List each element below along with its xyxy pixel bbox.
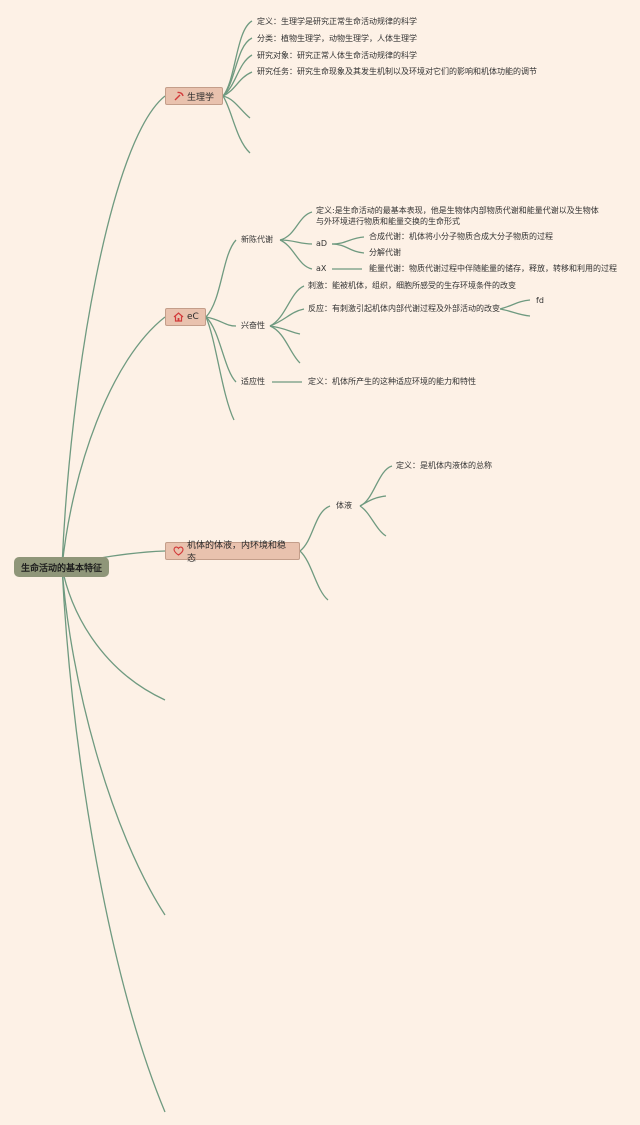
pickaxe-icon (174, 91, 184, 101)
energy-metabolism-item[interactable]: 能量代谢：物质代谢过程中伴随能量的储存，释放，转移和利用的过程 (369, 264, 617, 273)
connector-root-stub-1 (61, 566, 166, 701)
physiology-definition[interactable]: 定义：生理学是研究正常生命活动规律的科学 (257, 17, 417, 26)
metabolism-node[interactable]: 新陈代谢 (241, 235, 273, 244)
connector-phys-stub-2 (222, 95, 251, 154)
metabolism-definition[interactable]: 定义:是生命活动的最基本表现，他是生物体内部物质代谢和能量代谢以及生物体与外环境… (316, 206, 599, 226)
connector-fluid-stub-1 (359, 495, 387, 507)
connector-fluid-definition (359, 465, 393, 507)
reaction-item[interactable]: 反应：有刺激引起机体内部代谢过程及外部活动的改变 (308, 304, 500, 313)
adaptability-node[interactable]: 适应性 (241, 377, 265, 386)
stimulus-item[interactable]: 刺激：能被机体，组织，细胞所感受的生存环境条件的改变 (308, 281, 516, 290)
connector-life-adaptability (205, 316, 237, 383)
metabolism-aD-node[interactable]: aD (316, 239, 328, 248)
branch-life-activity[interactable]: eC (165, 308, 206, 326)
heart-icon (173, 546, 184, 556)
connector-meta-aD (279, 239, 313, 245)
connector-reaction-fd (499, 299, 531, 310)
connector-aD-2 (331, 243, 365, 254)
connector-root-physiology (61, 95, 166, 568)
root-node[interactable]: 生命活动的基本特征 (14, 557, 109, 577)
connector-root-stub-2 (61, 566, 166, 916)
connector-root-life (61, 316, 166, 568)
connector-meta-aX (279, 239, 313, 270)
connector-bodyfluid-fluid (299, 505, 331, 552)
branch-physiology[interactable]: 生理学 (165, 87, 223, 105)
body-fluid-node[interactable]: 体液 (336, 501, 352, 510)
physiology-task[interactable]: 研究任务：研究生命现象及其发生机制以及环境对它们的影响和机体功能的调节 (257, 67, 537, 76)
excitability-node[interactable]: 兴奋性 (241, 321, 265, 330)
connector-exc-stub-2 (269, 325, 301, 364)
catabolism-item[interactable]: 分解代谢 (369, 248, 401, 257)
connector-fluid-stub-2 (359, 505, 387, 537)
metabolism-aX-node[interactable]: aX (316, 264, 327, 273)
connector-life-stub (205, 316, 235, 421)
connector-reaction-stub (499, 308, 531, 317)
connector-life-metabolism (205, 239, 237, 318)
branch-body-fluid[interactable]: 机体的体液，内环境和稳态 (165, 541, 300, 564)
connector-life-excitability (205, 316, 237, 327)
branch-body-fluid-label: 机体的体液，内环境和稳态 (187, 541, 287, 564)
adaptability-definition[interactable]: 定义：机体所产生的这种适应环境的能力和特性 (308, 377, 476, 386)
connector-phys-stub-1 (222, 95, 251, 119)
connector-bodyfluid-stub (299, 550, 329, 601)
physiology-subject[interactable]: 研究对象：研究正常人体生命活动规律的科学 (257, 51, 417, 60)
connector-exc-stub-1 (269, 325, 301, 335)
connector-root-stub-3 (61, 566, 166, 1113)
branch-physiology-label: 生理学 (187, 92, 215, 103)
connector-exc-reaction (269, 308, 305, 327)
branch-life-activity-label: eC (187, 312, 199, 322)
connector-phys-4 (222, 71, 253, 97)
reaction-child-node[interactable]: fd (536, 296, 544, 305)
connector-exc-stimulus (269, 285, 305, 327)
anabolism-item[interactable]: 合成代谢：机体将小分子物质合成大分子物质的过程 (369, 232, 553, 241)
connector-phys-3 (222, 54, 253, 97)
body-fluid-definition[interactable]: 定义：是机体内液体的总称 (396, 461, 492, 470)
connector-meta-definition (279, 211, 313, 241)
home-icon (173, 312, 184, 322)
connector-phys-2 (222, 37, 253, 97)
connector-aD-1 (331, 236, 365, 245)
physiology-classification[interactable]: 分类：植物生理学，动物生理学，人体生理学 (257, 34, 417, 43)
